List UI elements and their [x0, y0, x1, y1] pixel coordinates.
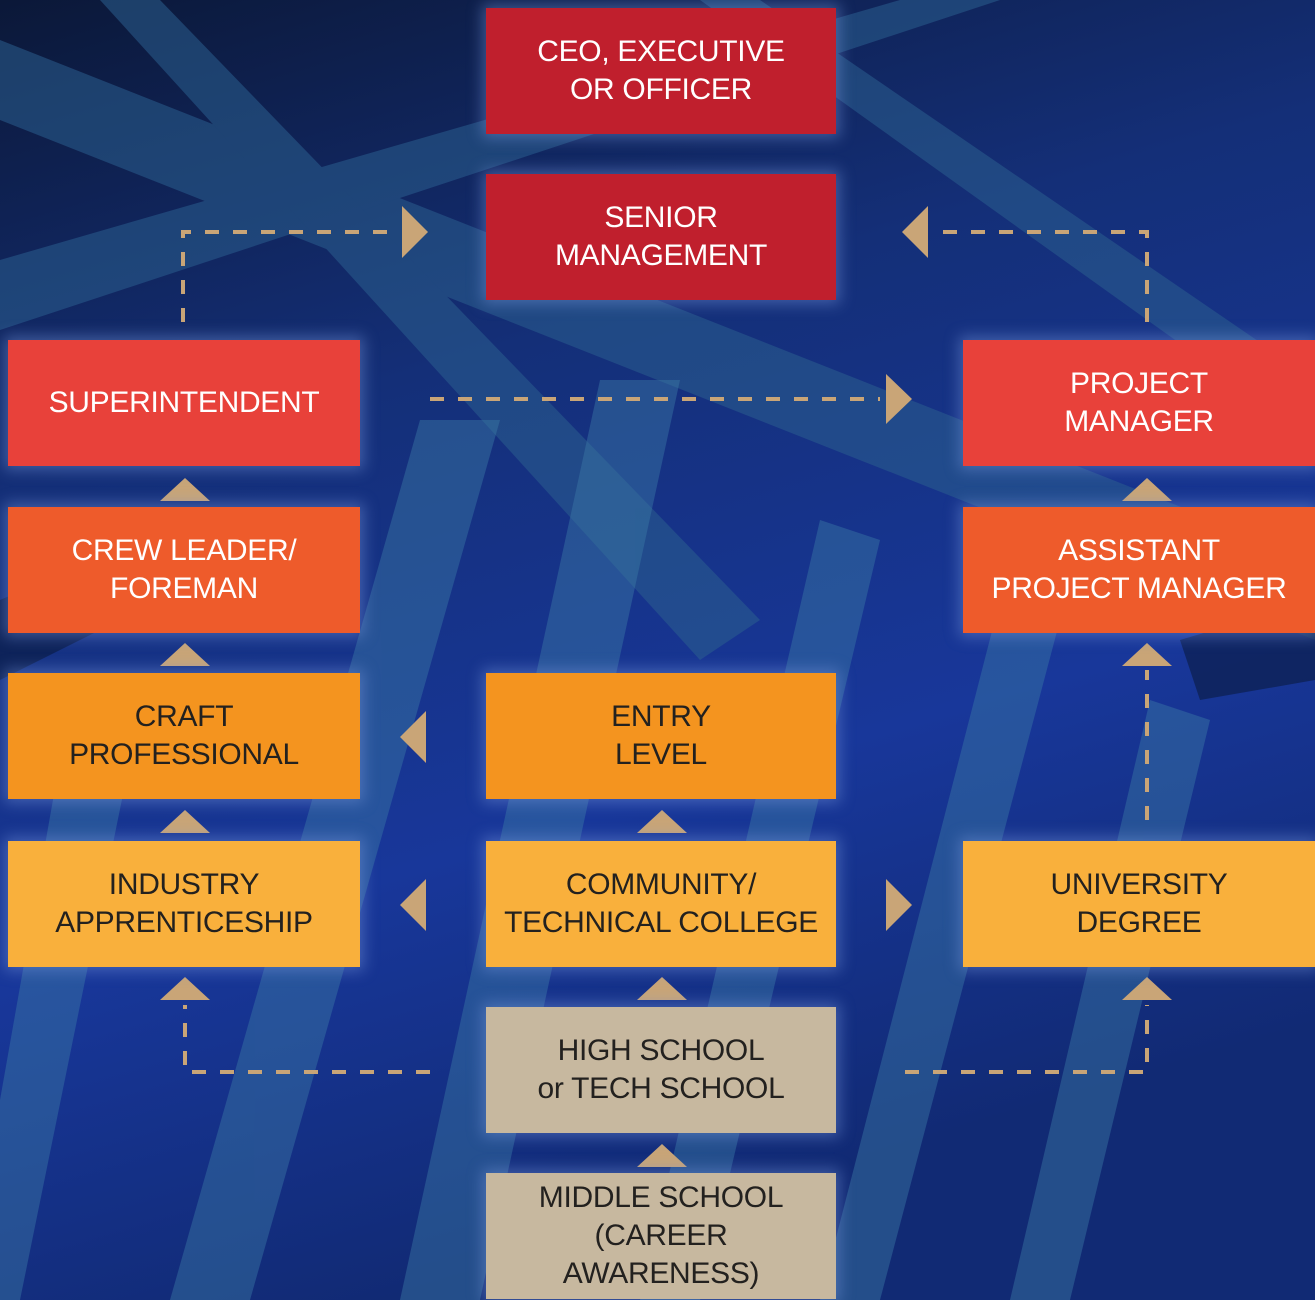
box-industry-apprenticeship: INDUSTRY APPRENTICESHIP: [8, 841, 360, 967]
box-craft-professional-label: CRAFT PROFESSIONAL: [69, 700, 299, 771]
box-middle-school-label: MIDDLE SCHOOL (CAREER AWARENESS): [538, 1181, 784, 1290]
box-superintendent: SUPERINTENDENT: [8, 340, 360, 466]
box-crew-leader-label: CREW LEADER/ FOREMAN: [71, 534, 297, 605]
box-high-school: HIGH SCHOOL or TECH SCHOOL: [486, 1007, 836, 1133]
box-assistant-project-manager: ASSISTANT PROJECT MANAGER: [963, 507, 1315, 633]
box-craft-professional: CRAFT PROFESSIONAL: [8, 673, 360, 799]
box-assistant-project-manager-label: ASSISTANT PROJECT MANAGER: [991, 534, 1287, 605]
box-community-technical-college-label: COMMUNITY/ TECHNICAL COLLEGE: [504, 868, 818, 939]
box-community-technical-college: COMMUNITY/ TECHNICAL COLLEGE: [486, 841, 836, 967]
box-senior-management-label: SENIOR MANAGEMENT: [554, 201, 767, 272]
box-ceo: CEO, EXECUTIVE OR OFFICER: [486, 8, 836, 134]
box-university-degree-label: UNIVERSITY DEGREE: [1050, 868, 1228, 939]
box-industry-apprenticeship-label: INDUSTRY APPRENTICESHIP: [55, 868, 313, 939]
box-high-school-label: HIGH SCHOOL or TECH SCHOOL: [537, 1034, 785, 1105]
box-project-manager: PROJECT MANAGER: [963, 340, 1315, 466]
box-entry-level: ENTRY LEVEL: [486, 673, 836, 799]
box-crew-leader: CREW LEADER/ FOREMAN: [8, 507, 360, 633]
box-middle-school: MIDDLE SCHOOL (CAREER AWARENESS): [486, 1173, 836, 1299]
box-senior-management: SENIOR MANAGEMENT: [486, 174, 836, 300]
box-project-manager-label: PROJECT MANAGER: [1064, 367, 1214, 438]
box-university-degree: UNIVERSITY DEGREE: [963, 841, 1315, 967]
box-entry-level-label: ENTRY LEVEL: [611, 700, 711, 771]
box-ceo-label: CEO, EXECUTIVE OR OFFICER: [537, 35, 785, 106]
box-superintendent-label: SUPERINTENDENT: [48, 386, 320, 419]
